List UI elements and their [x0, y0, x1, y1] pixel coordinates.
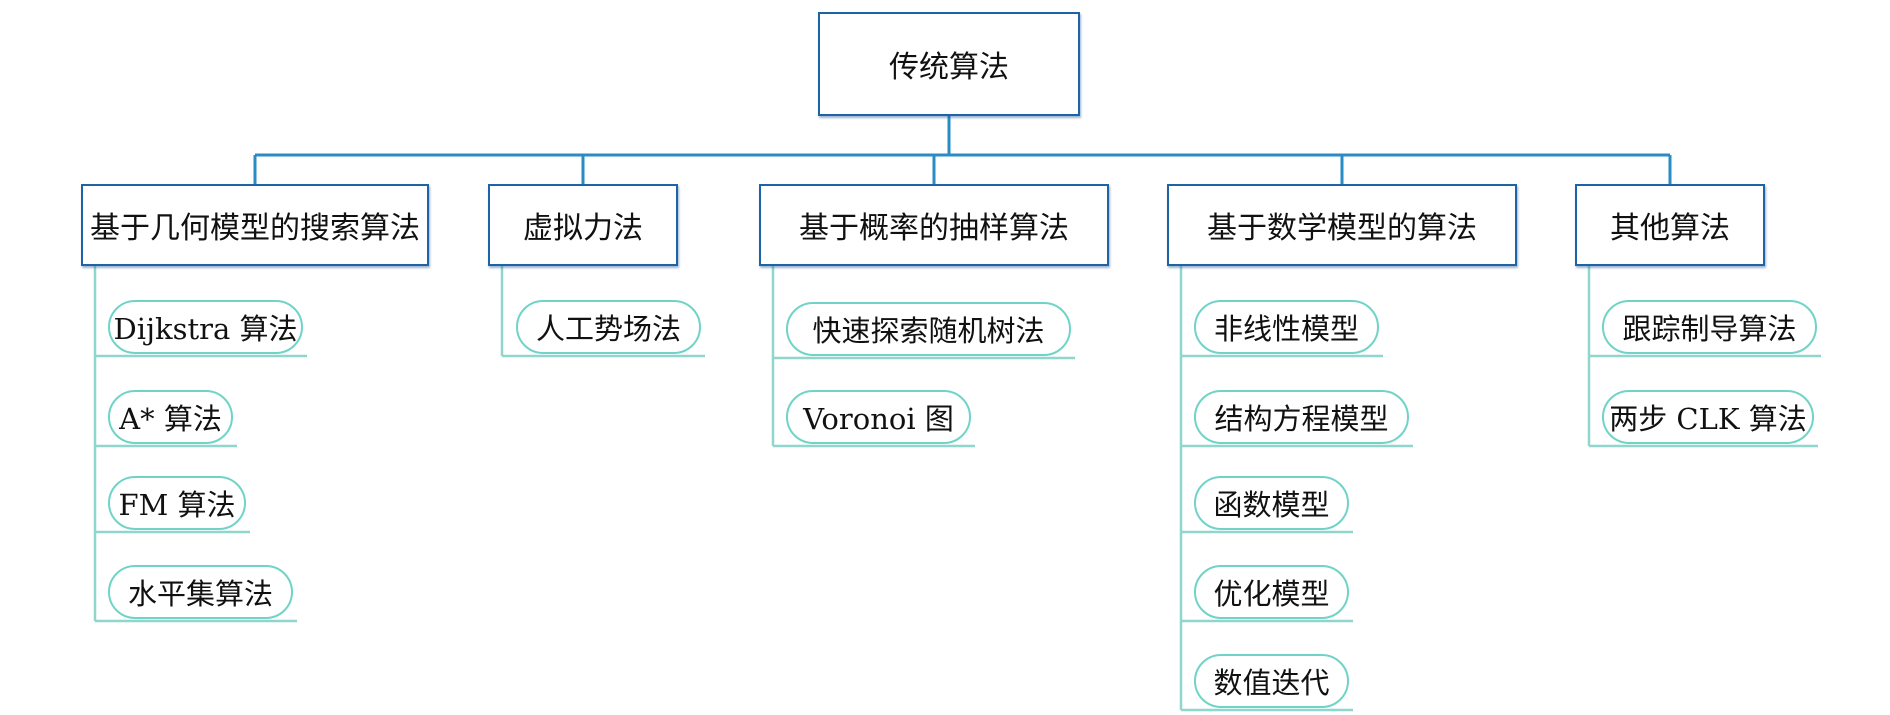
leaf-function-model: 函数模型: [1194, 476, 1349, 530]
category-other: 其他算法: [1575, 184, 1765, 266]
leaf-rrt: 快速探索随机树法: [786, 302, 1071, 356]
leaf-dijkstra: Dijkstra 算法: [108, 300, 303, 354]
leaf-artificial-potential-field: 人工势场法: [516, 300, 701, 354]
root-node: 传统算法: [818, 12, 1080, 116]
leaf-nonlinear-model: 非线性模型: [1194, 300, 1379, 354]
category-mathematical-model: 基于数学模型的算法: [1167, 184, 1517, 266]
leaf-structural-equation-model: 结构方程模型: [1194, 390, 1409, 444]
leaf-two-step-clk: 两步 CLK 算法: [1602, 390, 1814, 444]
leaf-fm: FM 算法: [108, 476, 246, 530]
category-probabilistic-sampling: 基于概率的抽样算法: [759, 184, 1109, 266]
leaf-voronoi: Voronoi 图: [786, 390, 971, 444]
category-virtual-force: 虚拟力法: [488, 184, 678, 266]
category-geometric-search: 基于几何模型的搜索算法: [81, 184, 429, 266]
leaf-level-set: 水平集算法: [108, 565, 293, 619]
leaf-numerical-iteration: 数值迭代: [1194, 654, 1349, 708]
leaf-tracking-guidance: 跟踪制导算法: [1602, 300, 1817, 354]
leaf-optimization-model: 优化模型: [1194, 565, 1349, 619]
leaf-a-star: A* 算法: [108, 390, 233, 444]
